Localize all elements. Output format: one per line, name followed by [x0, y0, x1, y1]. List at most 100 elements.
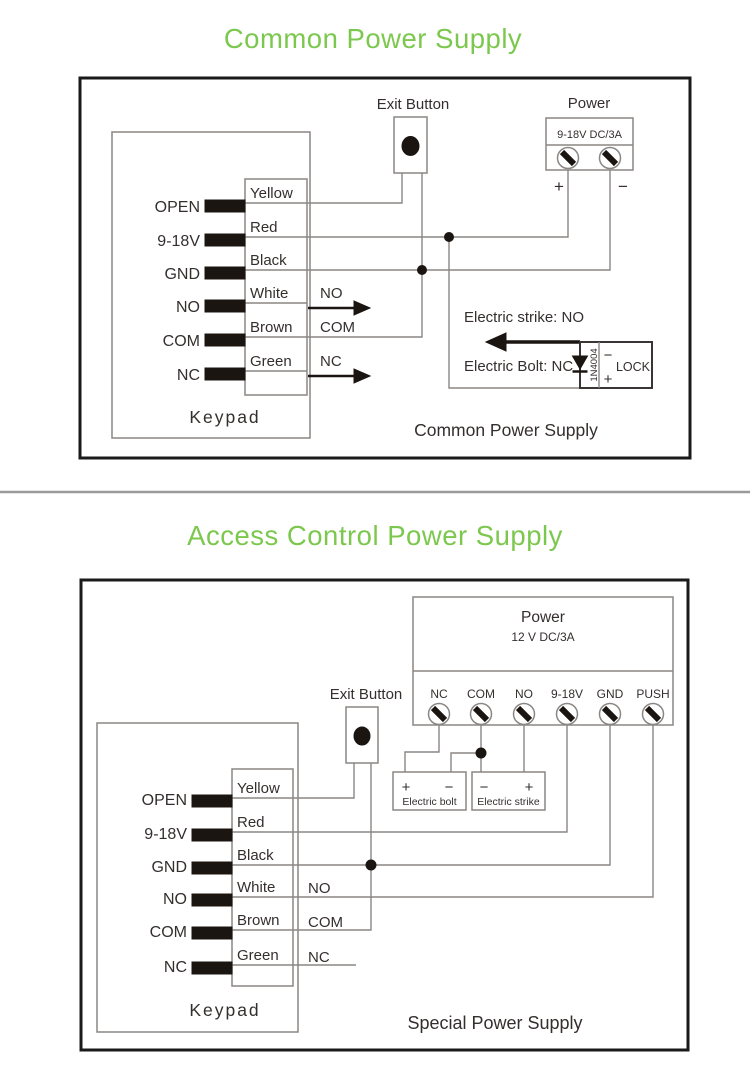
bolt-note: Electric Bolt: NC: [464, 358, 573, 375]
exit-button-box: [393, 116, 428, 174]
exit-button-dot: [353, 726, 371, 746]
wire-brown: [293, 763, 372, 931]
screw-terminals: [427, 702, 665, 726]
output-no: NO: [308, 880, 331, 897]
pin-nc: NC: [177, 367, 200, 384]
diode-icon: [571, 355, 589, 373]
wire-green-label: Green: [250, 353, 292, 370]
pin-no: NO: [163, 891, 187, 908]
wire-black: [307, 170, 611, 271]
pin-labels: OPEN 9-18V GND NO COM NC: [142, 792, 188, 976]
pin-nc: NC: [164, 959, 187, 976]
electric-strike-label: Electric strike: [477, 796, 540, 808]
wire-black: [293, 725, 611, 866]
pin-com: COM: [163, 333, 200, 350]
output-com: COM: [308, 914, 343, 931]
pin-9-18v: 9-18V: [157, 233, 200, 250]
strike-note: Electric strike: NO: [464, 309, 584, 326]
pin-9-18v: 9-18V: [144, 826, 187, 843]
bolt-plus-sign: +: [402, 779, 411, 796]
pin-gnd: GND: [164, 266, 200, 283]
exit-button-1: Exit Button: [377, 96, 450, 174]
terminal-com-label: COM: [467, 687, 495, 701]
wire-color-labels: Yellow Red Black White Brown Green: [250, 185, 293, 370]
wire-red-label: Red: [237, 814, 265, 831]
lock-arrow: [484, 332, 580, 352]
junction-black: [365, 859, 377, 871]
bolt-minus-sign: −: [445, 779, 454, 796]
exit-button-2: Exit Button: [330, 686, 402, 764]
exit-button-label: Exit Button: [377, 96, 450, 113]
diagram1-title: Common Power Supply: [224, 23, 522, 54]
output-nc: NC: [320, 353, 342, 370]
electric-bolt-label: Electric bolt: [402, 796, 456, 808]
wire-brown-label: Brown: [237, 912, 280, 929]
pin-stubs: [204, 199, 246, 381]
pin-no: NO: [176, 299, 200, 316]
power-minus-sign: −: [618, 177, 628, 196]
wire-black-label: Black: [250, 252, 287, 269]
wire-com-to-bolt: [450, 752, 481, 772]
electric-strike-unit: − + Electric strike: [471, 771, 546, 811]
power-box: [545, 117, 634, 171]
power-supply-1: Power 9-18V DC/3A + −: [545, 95, 634, 196]
lock-label: LOCK: [616, 360, 651, 374]
diagram-access-control-power-supply: Access Control Power Supply Power 12 V D…: [79, 520, 690, 1052]
power-rating: 12 V DC/3A: [511, 630, 574, 644]
pin-stubs: [191, 794, 233, 975]
power-plus-sign: +: [554, 177, 564, 196]
diagram1-border: [78, 76, 692, 460]
nc-arrow: [308, 368, 372, 384]
output-com: COM: [320, 319, 355, 336]
lock-plus-sign: +: [604, 371, 613, 388]
exit-button-box: [345, 706, 379, 764]
keypad-label: Keypad: [189, 1000, 260, 1020]
keypad-unit-1: OPEN 9-18V GND NO COM NC Yellow Red Blac…: [111, 131, 355, 439]
diagram1-caption: Common Power Supply: [414, 420, 598, 440]
wire-white: [293, 725, 654, 898]
power-box: [412, 596, 674, 726]
electric-bolt-unit: + − Electric bolt: [392, 771, 467, 811]
terminal-labels: NC COM NO 9-18V GND PUSH: [430, 687, 669, 701]
strike-plus-sign: +: [525, 779, 534, 796]
exit-button-dot: [401, 136, 420, 156]
pin-labels: OPEN 9-18V GND NO COM NC: [155, 199, 201, 384]
power-rating: 9-18V DC/3A: [557, 129, 622, 141]
wire-row-dividers: [245, 202, 307, 372]
wire-yellow: [307, 173, 403, 204]
wiring-1: [307, 170, 611, 389]
wire-row-dividers: [232, 797, 293, 966]
wire-color-box: [231, 768, 294, 987]
keypad-unit-2: OPEN 9-18V GND NO COM NC Yellow Red Blac…: [96, 722, 343, 1033]
wire-color-box: [244, 178, 308, 396]
keypad-box: [111, 131, 311, 439]
diagram2-caption: Special Power Supply: [407, 1013, 582, 1033]
wire-yellow-label: Yellow: [250, 185, 293, 202]
wire-brown-label: Brown: [250, 319, 293, 336]
wire-white-label: White: [237, 879, 275, 896]
wire-red-label: Red: [250, 219, 278, 236]
terminal-gnd-label: GND: [597, 687, 624, 701]
output-labels: NO COM NC: [308, 880, 343, 966]
junction-com: [475, 747, 487, 759]
terminal-no-label: NO: [515, 687, 533, 701]
lock-minus-sign: −: [604, 347, 613, 364]
wire-yellow-label: Yellow: [237, 780, 280, 797]
diagram-common-power-supply: Common Power Supply: [78, 23, 692, 460]
pin-open: OPEN: [155, 199, 200, 216]
electric-bolt-box: [392, 771, 467, 811]
terminal-push-label: PUSH: [636, 687, 669, 701]
lock-unit: 1N4004 − + LOCK: [571, 341, 653, 389]
wire-color-labels: Yellow Red Black White Brown Green: [237, 780, 280, 964]
wire-white-label: White: [250, 285, 288, 302]
junction-black: [417, 265, 427, 275]
keypad-box: [96, 722, 299, 1033]
power-label: Power: [521, 609, 565, 626]
keypad-label: Keypad: [189, 407, 260, 427]
screw-terminal-plus: [556, 146, 580, 170]
screw-terminal-minus: [598, 146, 622, 170]
wire-red-to-lock: [448, 237, 580, 389]
wire-red: [307, 170, 569, 238]
